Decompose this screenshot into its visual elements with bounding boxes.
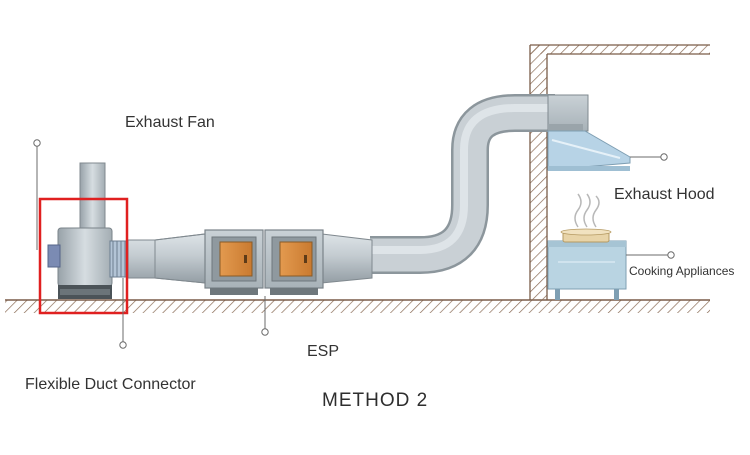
highlight-box	[38, 197, 129, 315]
exhaust-fan	[47, 162, 113, 299]
flexible-duct-connector	[109, 240, 129, 278]
esp-unit-1	[204, 229, 264, 295]
cooking-appliance	[547, 193, 627, 300]
ground	[5, 299, 710, 313]
exhaust-hood	[547, 130, 631, 171]
cooking-appliances-label: Cooking Appliances	[629, 264, 735, 278]
exhaust-hood-label: Exhaust Hood	[614, 186, 715, 203]
esp-unit-2	[264, 229, 324, 295]
exhaust-fan-label: Exhaust Fan	[125, 114, 215, 131]
method-caption: METHOD 2	[322, 390, 429, 411]
exhaust-duct	[370, 94, 589, 274]
esp-label: ESP	[307, 343, 340, 360]
leader-lines	[33, 139, 675, 349]
flexible-duct-connector-label: Flexible Duct Connector	[25, 376, 196, 393]
